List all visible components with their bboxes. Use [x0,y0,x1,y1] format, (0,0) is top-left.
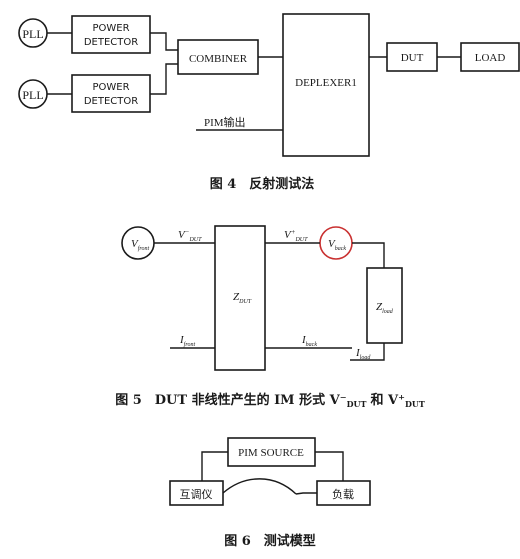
wire-source-left [201,451,228,481]
load-label: LOAD [475,52,506,64]
z-load-label: Zload [376,301,394,315]
v-dut-minus-label: V−DUT [178,228,202,243]
power-detector-1-box [71,15,151,54]
pim-source-label: PIM SOURCE [238,447,304,459]
v-front-source [121,226,155,260]
power-detector-2-line2: DETECTOR [84,96,138,107]
v-back-label: Vback [328,238,346,252]
intermod-meter-label: 互调仪 [180,488,213,501]
load-box [460,42,520,72]
z-load-box [366,267,403,344]
pim-output-label: PIM输出 [204,115,246,129]
z-dut-box [214,225,266,371]
figure-6: PIM SOURCE 互调仪 负载 图 6 测试模型 [169,437,371,549]
pll-bottom-label: PLL [22,88,43,102]
i-load-label: Iload [355,347,371,361]
power-detector-1-line2: DETECTOR [84,37,138,48]
v-front-label: Vfront [131,238,150,252]
figure-4-caption: 图 4 反射测试法 [210,176,315,192]
wire-zload-return [350,343,385,361]
wire-source-right [315,451,344,481]
dut-label: DUT [401,52,424,64]
deplexer-label: DEPLEXER1 [295,77,357,89]
v-back-source [319,226,353,260]
wire-detector1-combiner [150,32,178,51]
pll-top-label: PLL [22,27,43,41]
wire-detector2-combiner [150,63,178,95]
i-front-label: Ifront [179,334,195,348]
figure-4: PLL PLL POWER DETECTOR POWER DETECTOR CO… [18,13,520,192]
wire-vback-zload [352,242,385,268]
wire-loop-right [295,492,317,495]
figure-5: Vfront ZDUT Vback Zload V−DUT V+DUT Ifro… [115,225,425,409]
pim-source-box [227,437,316,467]
load-label-fig6: 负载 [332,487,354,501]
figure-6-caption: 图 6 测试模型 [224,533,316,549]
i-back-label: Iback [301,334,317,348]
wire-left-loop [222,478,297,495]
combiner-label: COMBINER [189,53,248,65]
v-dut-plus-label: V+DUT [284,228,308,243]
deplexer-box [282,13,370,157]
power-detector-1-line1: POWER [92,23,129,34]
power-detector-2-line1: POWER [92,82,129,93]
z-dut-label: ZDUT [233,291,252,305]
